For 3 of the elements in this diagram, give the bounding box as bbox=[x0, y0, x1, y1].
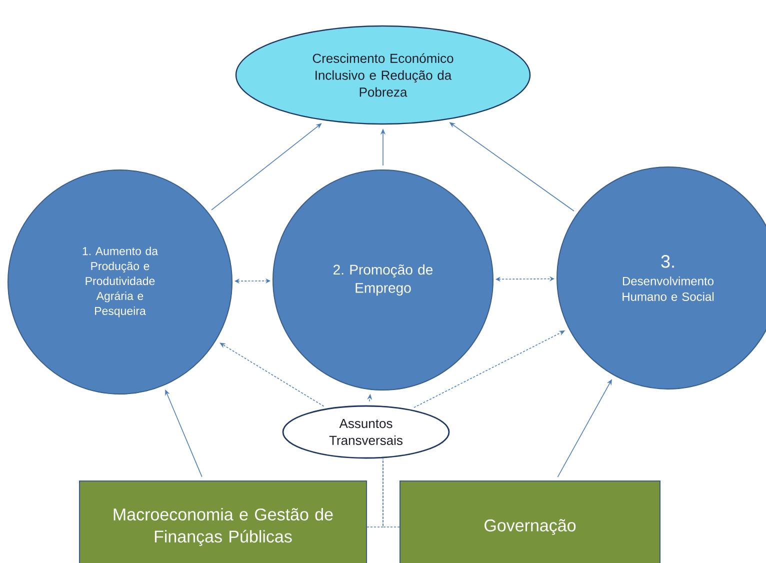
arrow bbox=[234, 278, 270, 284]
foundation-box: Governação bbox=[400, 480, 660, 563]
foundation-box: Macroeconomia e Gestão de Finanças Públicas bbox=[79, 480, 367, 563]
